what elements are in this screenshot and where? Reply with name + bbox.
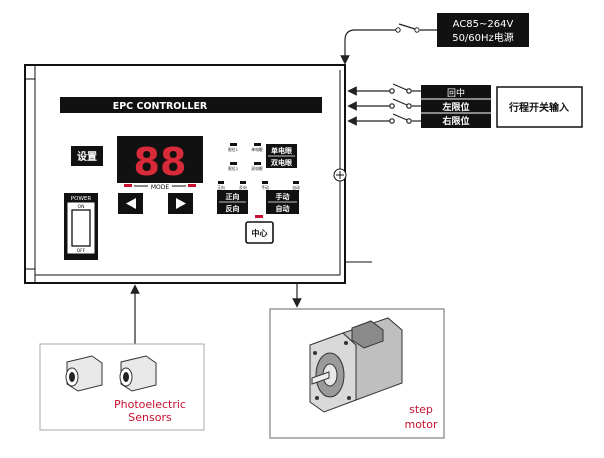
limit-label-left: 左限位 — [441, 101, 469, 113]
photoelectric-sensors-panel: Photoelectric Sensors — [39, 343, 205, 431]
led-icon — [293, 181, 299, 184]
limit-label-right: 右限位 — [441, 115, 469, 127]
mode-label: MODE — [151, 184, 170, 191]
controller-title: EPC CONTROLLER — [113, 101, 208, 112]
indicator-panel: 限位1 单电眼 限位2 双电眼 正向 反向 手动 自动 — [217, 143, 300, 190]
rocker-switch[interactable] — [71, 209, 91, 247]
limit-switch-group: 回中 左限位 右限位 行程开关输入 — [347, 83, 583, 128]
limit-label-center: 回中 — [447, 87, 465, 99]
indicator-auto: 自动 — [292, 185, 300, 190]
eye-button-top: 单电眼 — [271, 146, 292, 155]
power-switch-off: OFF — [77, 248, 86, 254]
sensors-label-line1: Photoelectric — [114, 398, 186, 411]
led-icon — [254, 162, 261, 165]
seven-segment-display — [117, 136, 203, 183]
motor-label-line1: step — [409, 403, 433, 416]
led-icon — [218, 181, 224, 184]
power-supply: AC85~264V 50/60Hz电源 — [340, 13, 529, 65]
photoelectric-sensor-icon — [65, 355, 103, 392]
setup-button-label: 设置 — [77, 150, 97, 163]
power-switch-title: POWER — [71, 196, 92, 202]
power-switch-on: ON — [78, 204, 85, 210]
step-motor-panel: step motor — [269, 308, 445, 439]
power-switch[interactable]: POWER ON OFF — [64, 193, 98, 260]
indicator-forward: 正向 — [217, 185, 225, 190]
power-wire — [340, 29, 396, 65]
mode-indicator: MODE — [124, 184, 196, 191]
led-icon — [230, 143, 237, 146]
indicator-double-eye: 双电眼 — [251, 166, 263, 171]
mode-button-top: 手动 — [276, 192, 290, 201]
indicator-limit2: 限位2 — [228, 166, 239, 171]
step-motor-icon — [309, 317, 403, 413]
eye-button-bottom: 双电眼 — [271, 158, 292, 167]
photoelectric-sensor-icon — [119, 355, 157, 392]
setup-button[interactable] — [71, 146, 103, 166]
center-led-icon — [255, 215, 263, 218]
controller-header — [60, 97, 322, 113]
power-supply-box — [437, 13, 529, 47]
limit-input-label: 行程开关输入 — [508, 101, 569, 114]
indicator-limit1: 限位1 — [228, 147, 239, 152]
indicator-reverse: 反向 — [239, 185, 247, 190]
center-button[interactable] — [245, 221, 274, 244]
direction-button-bottom: 反向 — [226, 204, 240, 213]
sensors-label-line2: Sensors — [128, 411, 172, 424]
triangle-left-icon — [126, 198, 136, 209]
led-icon — [254, 143, 261, 146]
led-icon — [240, 181, 246, 184]
power-voltage: AC85~264V — [453, 19, 514, 30]
led-icon — [230, 162, 237, 165]
triangle-right-icon — [176, 198, 186, 209]
power-frequency: 50/60Hz电源 — [452, 31, 514, 44]
direction-button-top: 正向 — [226, 192, 240, 201]
center-button-label: 中心 — [252, 228, 268, 238]
indicator-manual: 手动 — [261, 185, 269, 190]
indicator-single-eye: 单电眼 — [251, 147, 263, 152]
display-value: 88 — [134, 140, 187, 184]
led-icon — [262, 181, 268, 184]
mode-button-bottom: 自动 — [276, 204, 290, 213]
motor-label-line2: motor — [404, 418, 437, 431]
